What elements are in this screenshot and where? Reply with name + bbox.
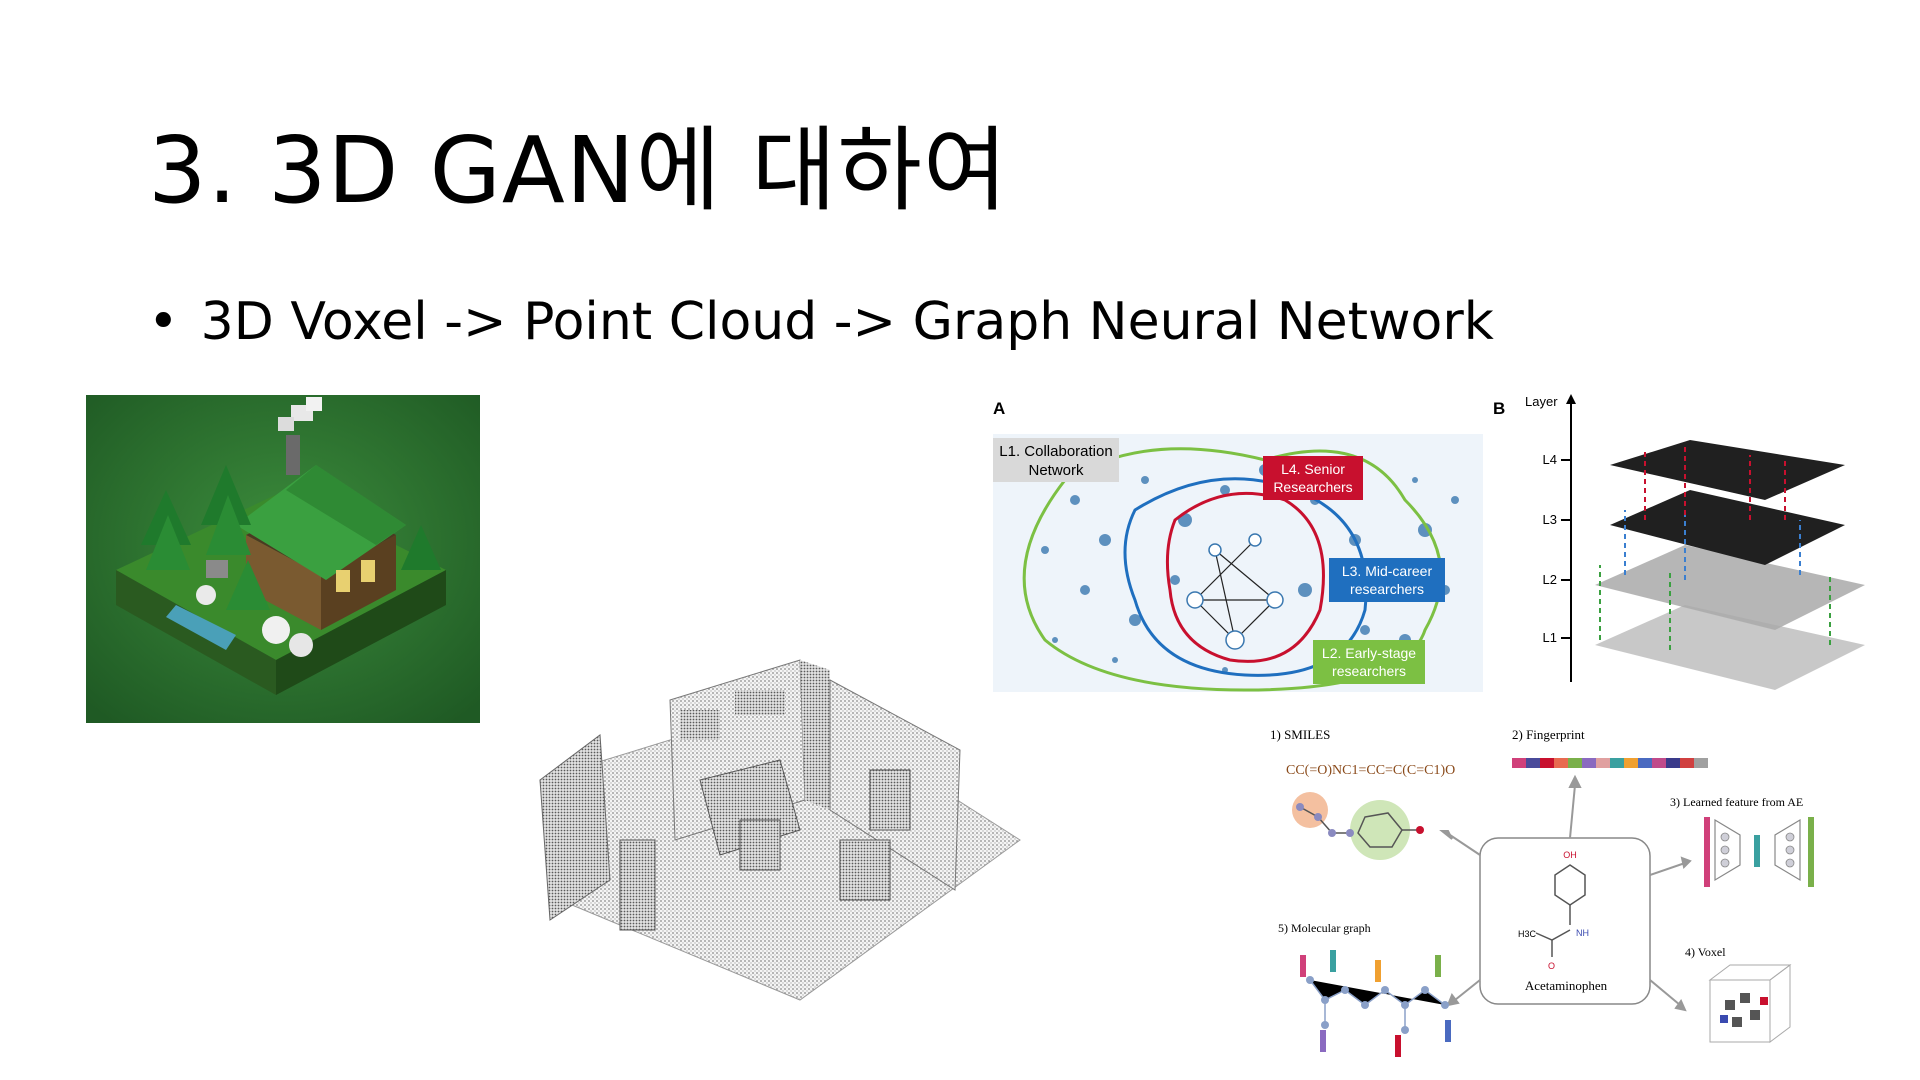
o-label: O <box>1548 961 1555 971</box>
learned-feature-label: 3) Learned feature from AE <box>1670 795 1803 809</box>
molecular-graph-label: 5) Molecular graph <box>1278 921 1371 935</box>
l3-label-line2: researchers <box>1350 581 1424 597</box>
l4-label-line2: Researchers <box>1273 479 1352 495</box>
l2-label-line1: L2. Early-stage <box>1322 645 1416 661</box>
molecule-representation-figure: 1) SMILES CC(=O)NC1=CC=C(C=C1)O 2) Finge… <box>1270 727 1814 1057</box>
l2-label-line2: researchers <box>1332 663 1406 679</box>
nh-label: NH <box>1576 928 1589 938</box>
l3-label-line1: L3. Mid-career <box>1342 563 1433 579</box>
bullet-dot-icon: • <box>148 292 179 352</box>
point-cloud-room-image <box>539 659 1021 1001</box>
tick-l2: L2 <box>1543 572 1557 587</box>
l4-label-line1: L4. Senior <box>1281 461 1345 477</box>
tick-l3: L3 <box>1543 512 1557 527</box>
oh-label: OH <box>1563 850 1577 860</box>
panel-a-label: A <box>993 399 1005 418</box>
layer-axis-label: Layer <box>1525 394 1558 409</box>
tick-l1: L1 <box>1543 630 1557 645</box>
l1-label-line2: Network <box>1028 462 1084 479</box>
center-molecule-name: Acetaminophen <box>1525 978 1608 993</box>
fingerprint-bar <box>1512 758 1708 768</box>
smiles-label: 1) SMILES <box>1270 727 1330 742</box>
bullet-item: • 3D Voxel -> Point Cloud -> Graph Neural… <box>148 292 1494 352</box>
network-layers-figure: A L1. Collaboration Network L4. Senior R… <box>993 394 1865 692</box>
fingerprint-label: 2) Fingerprint <box>1512 727 1585 742</box>
l1-label-line1: L1. Collaboration <box>999 443 1112 460</box>
panel-b-label: B <box>1493 399 1505 418</box>
smiles-string: CC(=O)NC1=CC=C(C=C1)O <box>1286 763 1455 778</box>
h3c-label: H3C <box>1518 929 1537 939</box>
slide-title: 3. 3D GAN에 대하여 <box>148 117 1009 224</box>
tick-l4: L4 <box>1543 452 1557 467</box>
voxel-house-image <box>86 395 480 723</box>
voxel-label: 4) Voxel <box>1685 945 1726 959</box>
bullet-text: 3D Voxel -> Point Cloud -> Graph Neural … <box>200 292 1494 352</box>
